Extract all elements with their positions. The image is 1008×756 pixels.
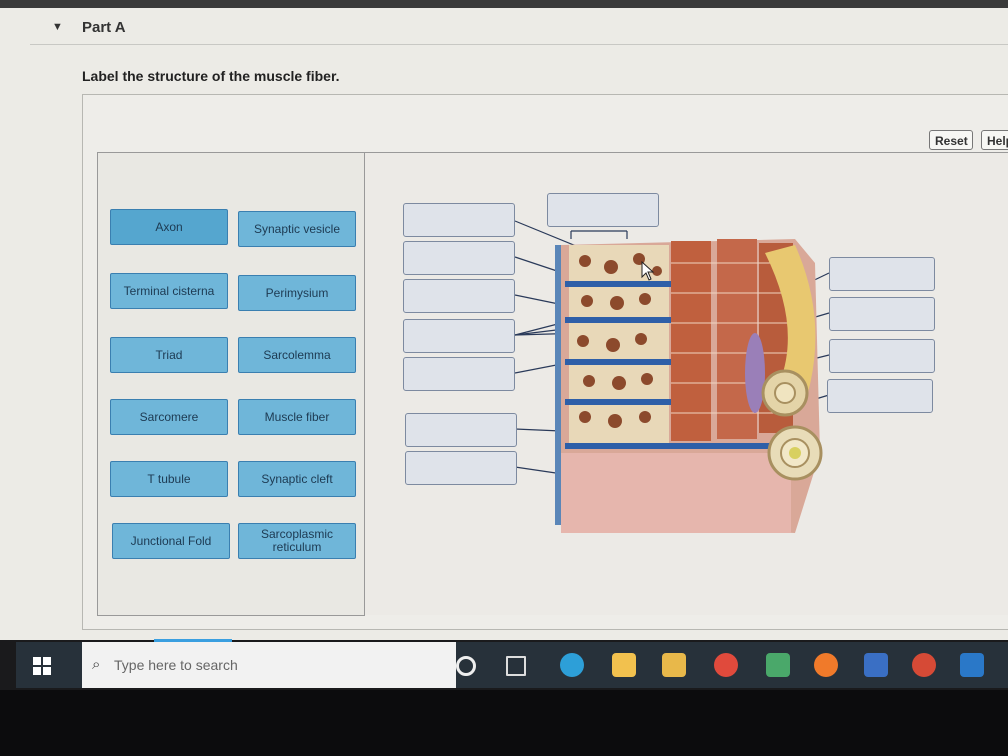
edge-icon[interactable] [560, 653, 584, 677]
drop-zone-5[interactable] [403, 357, 515, 391]
search-focus-bar [154, 639, 232, 642]
drop-zone-right-2[interactable] [829, 297, 935, 331]
drop-zone-right-4[interactable] [827, 379, 933, 413]
drop-zone-top[interactable] [547, 193, 659, 227]
drop-zone-right-1[interactable] [829, 257, 935, 291]
label-chip-perimysium[interactable]: Perimysium [238, 275, 356, 311]
meet-icon[interactable] [766, 653, 790, 677]
label-bank: Axon Synaptic vesicle Terminal cisterna … [97, 152, 365, 616]
label-chip-muscle-fiber[interactable]: Muscle fiber [238, 399, 356, 435]
screen: ▼ Part A Label the structure of the musc… [0, 0, 1008, 640]
question-text: Label the structure of the muscle fiber. [82, 68, 340, 84]
mouse-cursor-icon [641, 261, 655, 281]
word-icon[interactable] [864, 653, 888, 677]
label-chip-synaptic-vesicle[interactable]: Synaptic vesicle [238, 211, 356, 247]
part-title: Part A [82, 19, 126, 36]
cortana-icon[interactable] [456, 656, 476, 676]
taskbar: ⌕ Type here to search [16, 639, 1008, 688]
taskbar-search-box[interactable]: ⌕ Type here to search [82, 639, 456, 688]
search-placeholder: Type here to search [114, 657, 238, 673]
label-chip-t-tubule[interactable]: T tubule [110, 461, 228, 497]
endomysium-rolls [761, 369, 823, 481]
nerve-terminal [765, 245, 816, 403]
sr-holes [577, 253, 662, 428]
drop-zone-right-3[interactable] [829, 339, 935, 373]
label-chip-axon[interactable]: Axon [110, 209, 228, 245]
collapse-caret-icon[interactable]: ▼ [52, 21, 63, 33]
label-chip-triad[interactable]: Triad [110, 337, 228, 373]
label-chip-sarcolemma[interactable]: Sarcolemma [238, 337, 356, 373]
fiber-edge [555, 245, 561, 525]
label-chip-terminal-cisterna[interactable]: Terminal cisterna [110, 273, 228, 309]
store-icon[interactable] [662, 653, 686, 677]
sarcolemma-surface [561, 453, 791, 533]
help-button[interactable]: Help [981, 130, 1008, 150]
search-icon: ⌕ [92, 656, 101, 673]
diagram-panel [364, 152, 1008, 615]
task-view-icon[interactable] [506, 656, 526, 676]
drop-zone-6[interactable] [405, 413, 517, 447]
file-explorer-icon[interactable] [612, 653, 636, 677]
powerpoint-icon[interactable] [912, 653, 936, 677]
drop-zone-1[interactable] [403, 203, 515, 237]
browser-edge [0, 0, 1008, 8]
label-chip-synaptic-cleft[interactable]: Synaptic cleft [238, 461, 356, 497]
label-chip-sarcoplasmic-reticulum[interactable]: Sarcoplasmic reticulum [238, 523, 356, 559]
label-chip-junctional-fold[interactable]: Junctional Fold [112, 523, 230, 559]
outlook-icon[interactable] [960, 653, 984, 677]
muscle-fiber-illustration [514, 220, 830, 533]
reset-button[interactable]: Reset [929, 130, 973, 150]
windows-start-icon[interactable] [32, 656, 52, 676]
drop-zone-3[interactable] [403, 279, 515, 313]
t-tubules [565, 281, 795, 449]
label-chip-sarcomere[interactable]: Sarcomere [110, 399, 228, 435]
drop-zone-4[interactable] [403, 319, 515, 353]
part-header[interactable]: ▼ Part A [30, 14, 1008, 45]
monitor-bezel [0, 690, 1008, 756]
drop-zone-2[interactable] [403, 241, 515, 275]
drop-zone-7[interactable] [405, 451, 517, 485]
chrome-icon[interactable] [714, 653, 738, 677]
firefox-icon[interactable] [814, 653, 838, 677]
nucleus [745, 333, 765, 413]
